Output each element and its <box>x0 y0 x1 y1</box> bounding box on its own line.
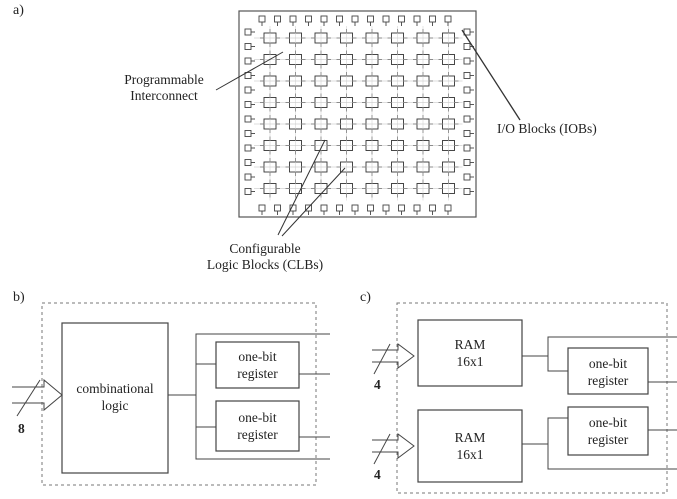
panel-a-label: a) <box>13 3 24 18</box>
bus-input-c1 <box>372 343 415 375</box>
iob-pointer <box>461 29 521 121</box>
fpga-chip <box>238 10 477 218</box>
register-c1-line2: register <box>587 373 629 388</box>
ram-2-line2: 16x1 <box>456 447 484 462</box>
interconnect-label: Programmable Interconnect <box>98 72 230 104</box>
clb-c-wires <box>522 336 677 470</box>
ram-2-block <box>417 409 523 483</box>
bus-input-c2 <box>372 433 415 465</box>
ram-1-block <box>417 319 523 387</box>
clb-b-wires <box>168 333 330 460</box>
panel-c-label: c) <box>360 290 371 305</box>
combinational-logic-label: combinational logic <box>62 380 168 414</box>
clb-label-line2: Logic Blocks (CLBs) <box>206 257 324 272</box>
ram-1-line1: RAM <box>454 337 486 352</box>
register-c1-line1: one-bit <box>588 356 628 371</box>
clb-pointer-1 <box>277 139 326 236</box>
clb-pointer-2 <box>281 167 346 237</box>
interconnect-pointer <box>215 51 284 91</box>
combinational-logic-line1: combinational <box>76 381 154 396</box>
ram-1-label: RAM 16x1 <box>418 336 522 370</box>
bus-width-c2: 4 <box>374 467 381 482</box>
register-b1-line2: register <box>237 366 278 381</box>
interconnect-wires <box>254 26 463 201</box>
register-b1-label: one-bit register <box>216 348 299 382</box>
clb-label: Configurable Logic Blocks (CLBs) <box>190 241 340 273</box>
ram-2-label: RAM 16x1 <box>418 429 522 463</box>
register-c2-line1: one-bit <box>588 415 628 430</box>
interconnect-label-line1: Programmable <box>124 72 204 87</box>
bus-input-b <box>12 378 63 417</box>
fpga-chip-outline <box>238 10 477 218</box>
register-b1-block <box>215 341 300 389</box>
register-c2-block <box>567 406 649 456</box>
register-c1-label: one-bit register <box>568 355 648 389</box>
register-b2-label: one-bit register <box>216 409 299 443</box>
register-c2-label: one-bit register <box>568 414 648 448</box>
register-b2-line2: register <box>237 427 278 442</box>
register-b2-block <box>215 400 300 452</box>
bus-width-b: 8 <box>18 421 25 436</box>
register-b2-line1: one-bit <box>238 410 277 425</box>
clb-b-diagram <box>12 302 330 486</box>
combinational-logic-block <box>61 322 169 474</box>
combinational-logic-line2: logic <box>101 398 129 413</box>
register-b1-line1: one-bit <box>238 349 277 364</box>
interconnect-label-line2: Interconnect <box>130 88 198 103</box>
clb-label-line1: Configurable <box>229 241 301 256</box>
iob-label: I/O Blocks (IOBs) <box>497 121 597 136</box>
clb-c-diagram <box>372 302 677 494</box>
panel-b-label: b) <box>13 290 25 305</box>
register-c1-block <box>567 347 649 395</box>
ram-1-line2: 16x1 <box>456 354 484 369</box>
bus-width-c1: 4 <box>374 377 381 392</box>
register-c2-line2: register <box>587 432 629 447</box>
ram-2-line1: RAM <box>454 430 486 445</box>
clb-c-outline <box>396 302 668 494</box>
